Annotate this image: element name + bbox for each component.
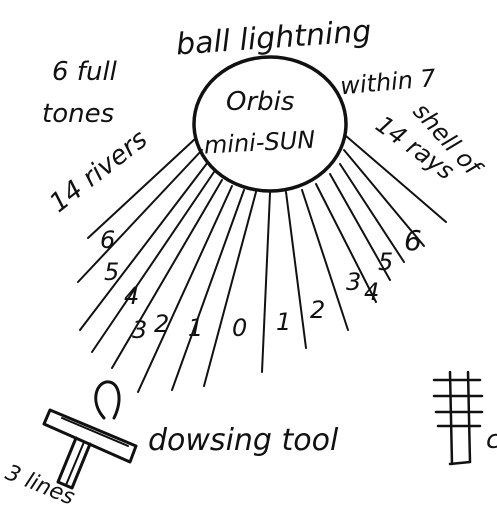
three-lines-label: 3 lines (2, 460, 78, 510)
within-label: within 7 (339, 64, 437, 100)
full-tones-label-line1: 6 full (52, 57, 118, 87)
sun-label-orbis: Orbis (226, 87, 294, 117)
sun-label-mini-sun: mini-SUN (203, 126, 316, 160)
ray-number: 5 (104, 258, 119, 286)
dowsing-tool-loop (96, 382, 119, 418)
ray-number: 1 (188, 314, 203, 342)
ray-number: 6 (100, 226, 115, 254)
ray-line (112, 180, 222, 368)
ray-number: 4 (364, 278, 379, 306)
ray-line (204, 192, 256, 386)
title-label: ball lightning (175, 14, 372, 63)
ladder-drawing (434, 372, 482, 464)
ray-number: 0 (232, 314, 247, 342)
ladder-rail (468, 372, 470, 462)
ray-number: 1 (276, 308, 291, 336)
rivers-label: 14 rivers (44, 124, 153, 218)
cut-off-label: c (486, 425, 497, 455)
full-tones-label-line2: tones (42, 99, 114, 129)
ray-number: 3 (132, 316, 147, 344)
ray-number: 6 (404, 224, 422, 257)
dowsing-tool-crossbar (44, 410, 136, 462)
ladder-rail (450, 372, 452, 464)
ray-number: 3 (346, 268, 361, 296)
dowsing-tool-drawing (44, 382, 136, 488)
dowsing-tool-crossbar-line (62, 418, 128, 446)
ray-line (262, 193, 270, 372)
ray-number: 2 (154, 310, 169, 338)
ray-number: 4 (124, 282, 139, 310)
ray-line (172, 190, 244, 390)
mini-sun-circle (194, 57, 346, 191)
ray-number: 2 (310, 296, 325, 324)
ray-number: 5 (378, 248, 393, 276)
dowsing-tool-label: dowsing tool (148, 423, 339, 458)
ray-line (138, 186, 232, 392)
